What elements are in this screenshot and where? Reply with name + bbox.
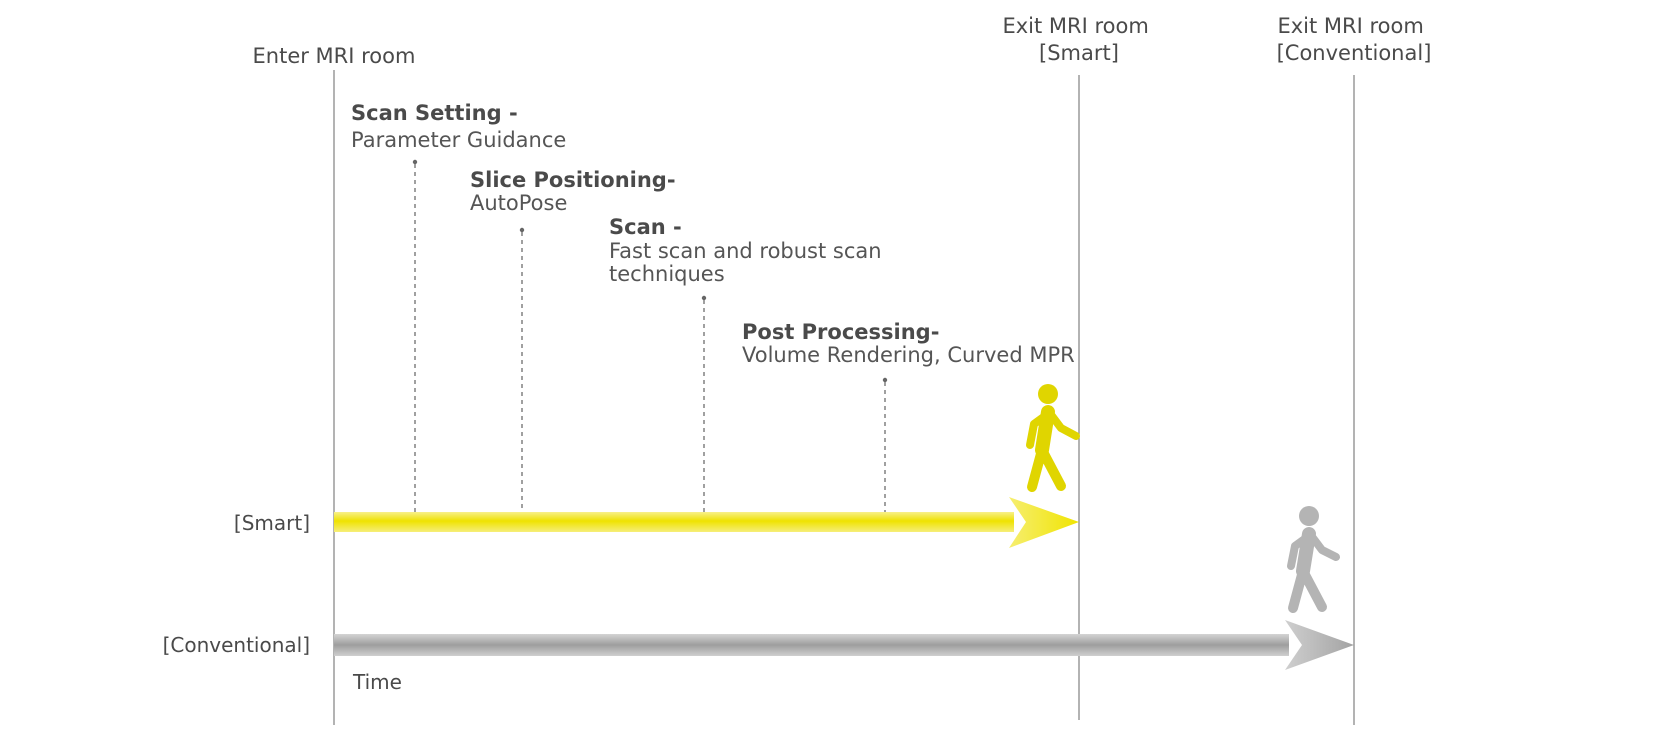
step-scan-desc-line-1: Fast scan and robust scan bbox=[609, 239, 882, 263]
step-post-processing-dot bbox=[882, 377, 888, 383]
smart-timeline-arrow bbox=[334, 497, 1079, 548]
exit-conventional-label-line-2: [Conventional] bbox=[1277, 41, 1432, 65]
conventional-walking-person-icon bbox=[1287, 506, 1340, 613]
step-scan-desc-line-2: techniques bbox=[609, 262, 725, 286]
exit-smart-label: Exit MRI room [Smart] bbox=[1002, 14, 1155, 65]
smart-row-label: [Smart] bbox=[234, 511, 310, 535]
step-scan-title: Scan - bbox=[609, 215, 682, 239]
step-scan-setting-title: Scan Setting - bbox=[351, 101, 518, 125]
step-scan-setting-desc: Parameter Guidance bbox=[351, 128, 566, 152]
step-scan-desc: Fast scan and robust scan techniques bbox=[609, 239, 888, 286]
step-scan-setting-dot bbox=[412, 159, 418, 165]
exit-smart-label-line-2: [Smart] bbox=[1039, 41, 1119, 65]
smart-walking-person-icon bbox=[1026, 384, 1080, 492]
step-slice-positioning-desc: AutoPose bbox=[470, 191, 567, 215]
step-slice-positioning-title: Slice Positioning- bbox=[470, 168, 676, 192]
enter-room-label: Enter MRI room bbox=[253, 44, 416, 68]
step-post-processing-desc: Volume Rendering, Curved MPR bbox=[742, 343, 1075, 367]
step-slice-positioning-dot bbox=[519, 227, 525, 233]
step-post-processing-title: Post Processing- bbox=[742, 320, 939, 344]
exit-conventional-label: Exit MRI room [Conventional] bbox=[1277, 14, 1432, 65]
conventional-row-label: [Conventional] bbox=[163, 633, 310, 657]
exit-smart-label-line-1: Exit MRI room bbox=[1002, 14, 1148, 38]
time-axis-label: Time bbox=[352, 670, 402, 694]
conventional-timeline-arrow bbox=[334, 620, 1354, 670]
exit-conventional-label-line-1: Exit MRI room bbox=[1277, 14, 1423, 38]
step-scan-dot bbox=[701, 295, 707, 301]
